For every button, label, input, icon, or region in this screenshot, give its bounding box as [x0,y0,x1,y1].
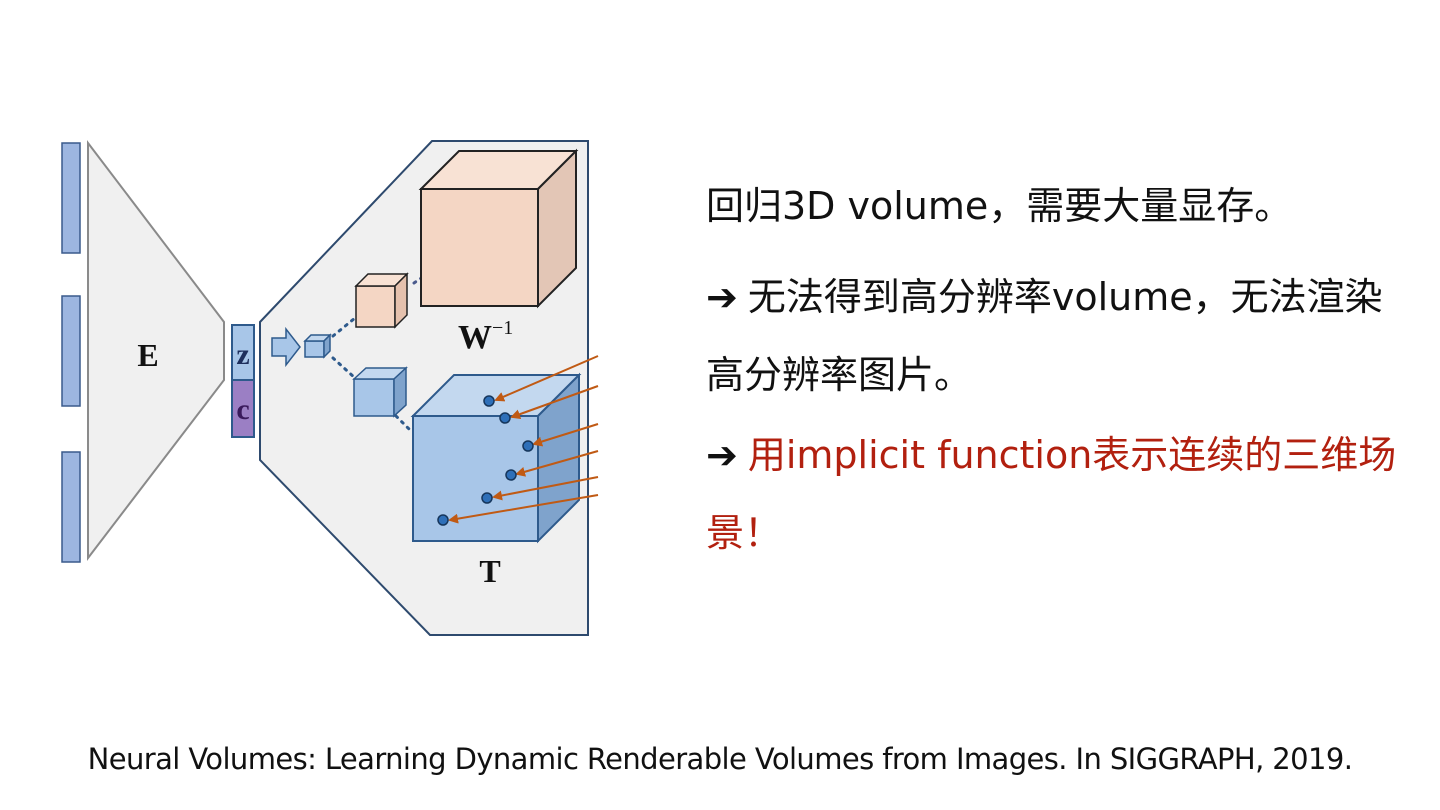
sample-point-5 [481,492,493,504]
warp-field-cube [418,148,579,309]
latent-c-label: c [236,393,249,426]
input-image-strip-1 [61,142,81,254]
ray-5 [492,476,599,501]
latent-c-block [231,379,255,438]
connector-to-template [331,356,357,380]
bullet-3: ➔用implicit function表示连续的三维场景！ [706,416,1406,572]
input-image-strip-3 [61,451,81,563]
template-label: T [479,553,500,589]
bullet-1: 回归3D volume，需要大量显存。 [706,174,1406,238]
block-arrow-icon [271,326,301,368]
seed-cube [303,333,332,359]
neural-volumes-diagram: E z c W−1 T [61,140,599,636]
small-template-cube [352,366,408,418]
ray-6 [448,494,599,524]
sample-point-4 [505,469,517,481]
encoder-shape [87,140,225,561]
citation-caption: Neural Volumes: Learning Dynamic Rendera… [87,742,1353,776]
right-arrow-icon: ➔ [706,275,738,319]
sample-point-3 [522,440,534,452]
small-warp-cube [354,272,409,329]
ray-4 [515,450,599,477]
bullet-2-text: 无法得到高分辨率volume，无法渲染高分辨率图片。 [706,275,1383,397]
ray-1 [494,355,599,402]
connector-to-warp [331,316,357,338]
encoder-label: E [137,337,158,373]
ray-3 [532,423,599,447]
latent-z-label: z [236,338,249,371]
bullet-2: ➔无法得到高分辨率volume，无法渲染高分辨率图片。 [706,258,1406,414]
bullet-list: 回归3D volume，需要大量显存。 ➔无法得到高分辨率volume，无法渲染… [706,174,1406,572]
bullet-1-text: 回归3D volume，需要大量显存。 [706,184,1293,228]
bullet-3-text: 用implicit function表示连续的三维场景！ [706,433,1397,555]
sample-point-6 [437,514,449,526]
sample-point-1 [483,395,495,407]
ray-2 [510,385,599,419]
warp-label: W−1 [458,317,513,356]
input-image-strip-2 [61,295,81,407]
sample-point-2 [499,412,511,424]
connector-template-grow [394,414,414,434]
right-arrow-icon: ➔ [706,433,738,477]
